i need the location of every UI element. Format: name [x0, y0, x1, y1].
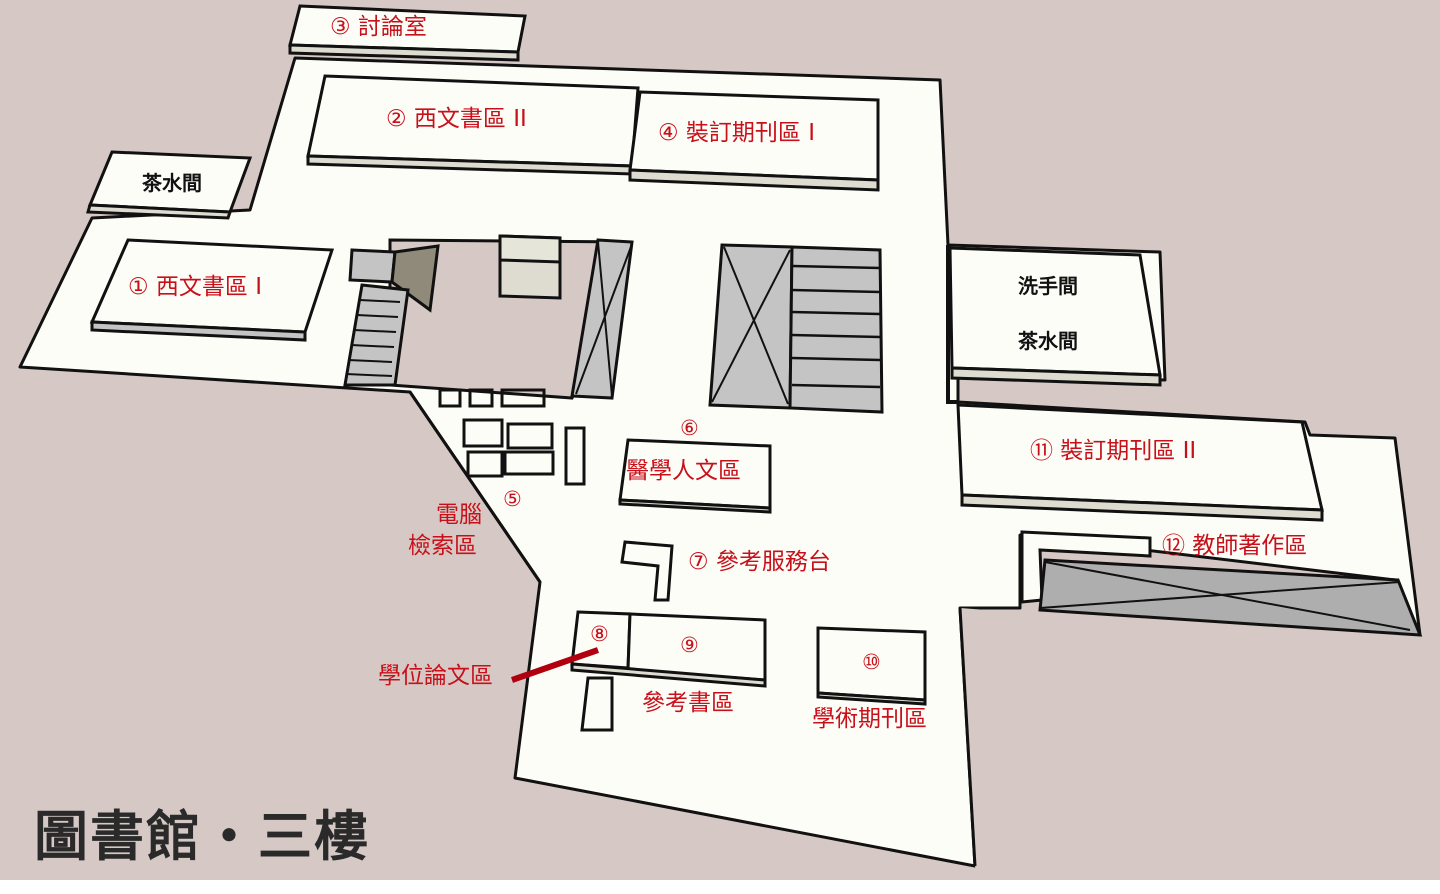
room-6-number: ⑥ — [680, 416, 699, 440]
room-4-label[interactable]: ④ 裝訂期刊區 I — [658, 120, 816, 146]
room-3-label[interactable]: ③ 討論室 — [330, 14, 427, 40]
room-10-number: ⑩ — [862, 650, 881, 674]
room-9-number: ⑨ — [680, 633, 699, 657]
room-7-label[interactable]: ⑦ 參考服務台 — [688, 549, 831, 575]
room-8-label[interactable]: 學位論文區 — [378, 663, 493, 689]
room-8-number: ⑧ — [590, 622, 609, 646]
pointer-line — [511, 647, 599, 683]
room-12-label[interactable]: ⑫ 教師著作區 — [1162, 533, 1308, 559]
room-6-label[interactable]: 醫學人文區 — [626, 458, 741, 484]
restroom-label[interactable]: 洗手間 — [1018, 274, 1078, 298]
bottom-strip — [0, 880, 1440, 894]
room-11-label[interactable]: ⑪ 裝訂期刊區 II — [1030, 438, 1197, 464]
room-2-label[interactable]: ② 西文書區 II — [386, 106, 527, 132]
room-10-label[interactable]: 學術期刊區 — [812, 706, 927, 732]
room-5-label-line1[interactable]: 電腦 — [436, 502, 482, 528]
page-title: 圖書館・三樓 — [34, 805, 370, 868]
tea-room-right-label[interactable]: 茶水間 — [1018, 329, 1078, 353]
room-1-label[interactable]: ① 西文書區 I — [128, 274, 263, 300]
tea-room-left-label[interactable]: 茶水間 — [142, 171, 202, 195]
restroom-tea-box — [948, 246, 1162, 377]
room-9-label[interactable]: 參考書區 — [642, 690, 734, 716]
room-5-number: ⑤ — [503, 487, 522, 511]
room-5-label-line2[interactable]: 檢索區 — [408, 533, 477, 559]
computer-area-boundary — [408, 391, 542, 583]
